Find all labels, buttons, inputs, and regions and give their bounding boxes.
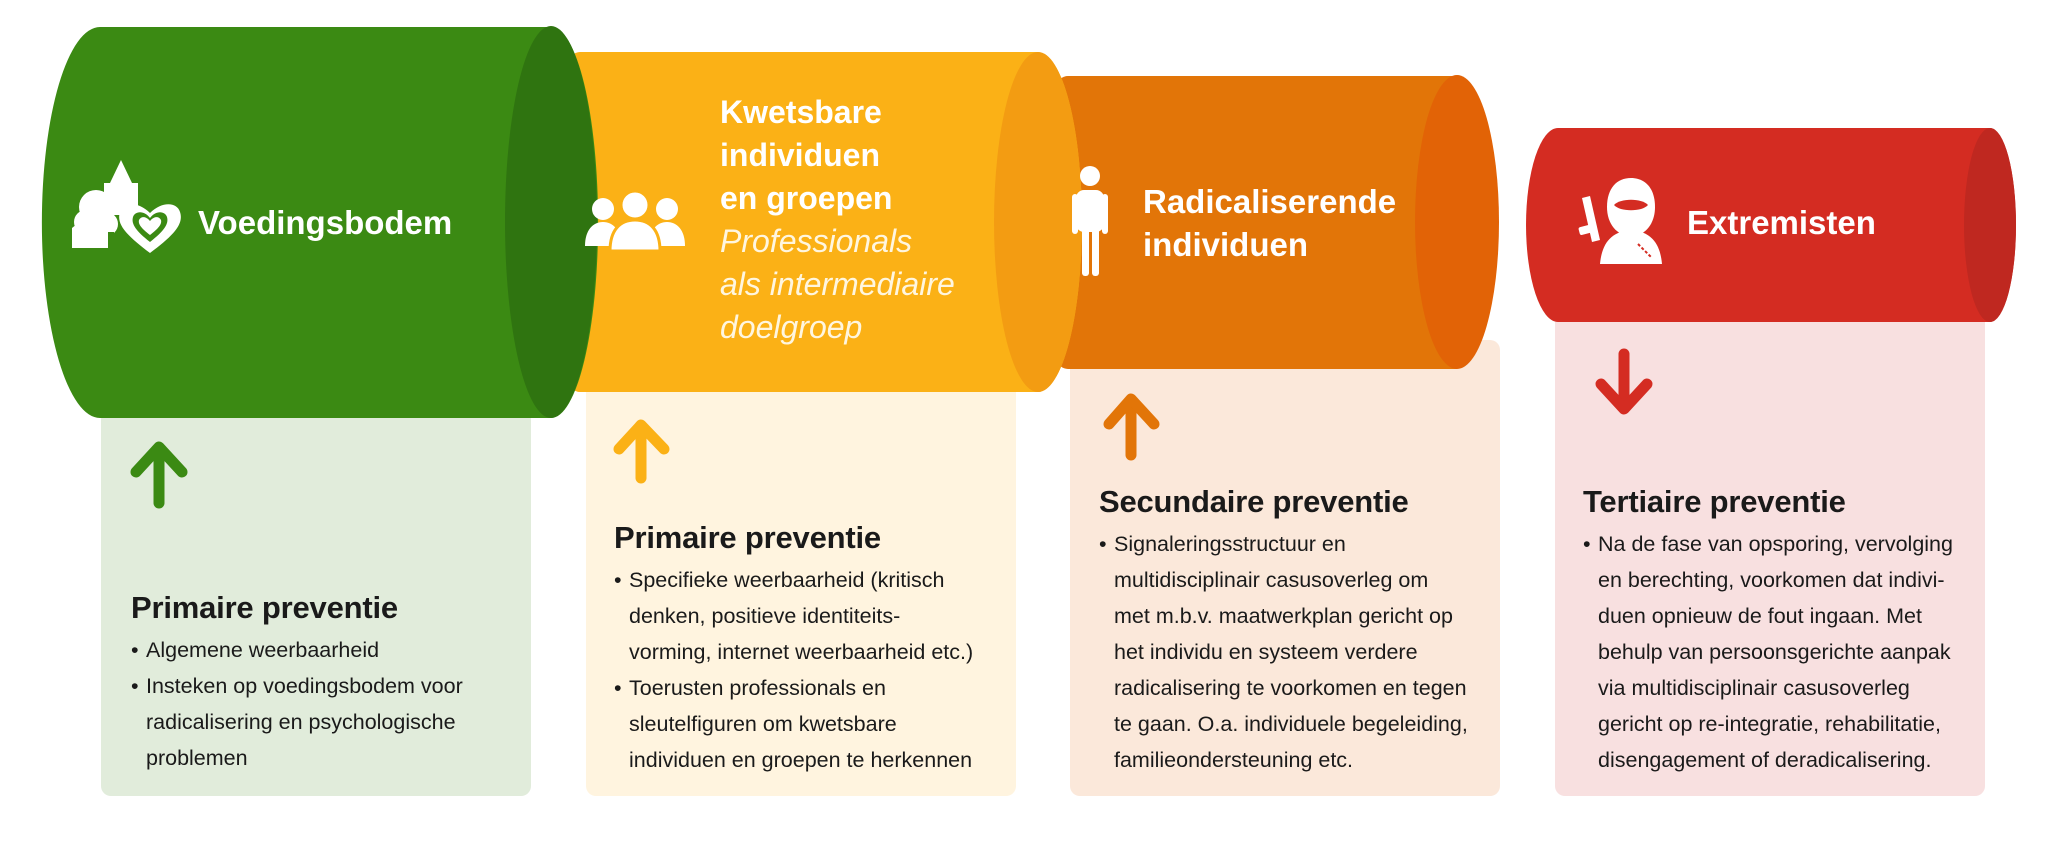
stage-title-voedingsbodem: Voedingsbodem: [198, 204, 453, 241]
person-icon: [1072, 166, 1108, 276]
panel-voedingsbodem: Primaire preventie Algemene weerbaarheid…: [131, 590, 531, 776]
list-item: Insteken op voedingsbodem voor radicalis…: [131, 668, 531, 776]
list-item: Toerusten professionals en sleutelfigure…: [614, 670, 1014, 778]
cylinder-kwetsbare: [538, 52, 1082, 392]
list-item: Na de fase van opsporing, vervolging en …: [1583, 526, 1983, 778]
panel-radicaliserende: Secundaire preventie Signaleringsstructu…: [1099, 484, 1499, 778]
panel-heading: Primaire preventie: [131, 590, 398, 625]
panel-heading: Secundaire preventie: [1099, 484, 1409, 519]
arrow-up-icon: [1103, 393, 1160, 461]
group-of-people-icon: [585, 189, 685, 253]
cylinder-radicaliserende: [1027, 75, 1499, 369]
arrow-down-icon: [1595, 348, 1653, 415]
masked-extremist-icon: [1578, 178, 1662, 264]
list-item: Algemene weerbaarheid: [131, 632, 531, 668]
list-item: Signaleringsstructuur en multidisciplina…: [1099, 526, 1499, 778]
stage-title-kwetsbare: Kwetsbare individuen en groepen Professi…: [720, 94, 955, 345]
panel-heading: Tertiaire preventie: [1583, 484, 1846, 519]
arrow-up-icon: [130, 441, 188, 509]
stage-title-radicaliserende: Radicaliserende individuen: [1143, 183, 1397, 263]
arrow-up-icon: [613, 419, 670, 484]
cylinder-extremisten: [1526, 128, 2016, 322]
panel-heading: Primaire preventie: [614, 520, 881, 555]
panel-kwetsbare: Primaire preventie Specifieke weerbaarhe…: [614, 520, 1014, 778]
stage-subtitle-kwetsbare: Professionals: [720, 223, 913, 259]
list-item: Specifieke weerbaarheid (kritisch denken…: [614, 562, 1014, 670]
cylinder-voedingsbodem: [41, 26, 599, 418]
house-tree-heart-icon: [72, 160, 181, 253]
panel-extremisten: Tertiaire preventie Na de fase van opspo…: [1583, 484, 1983, 778]
stage-title-extremisten: Extremisten: [1687, 204, 1876, 241]
